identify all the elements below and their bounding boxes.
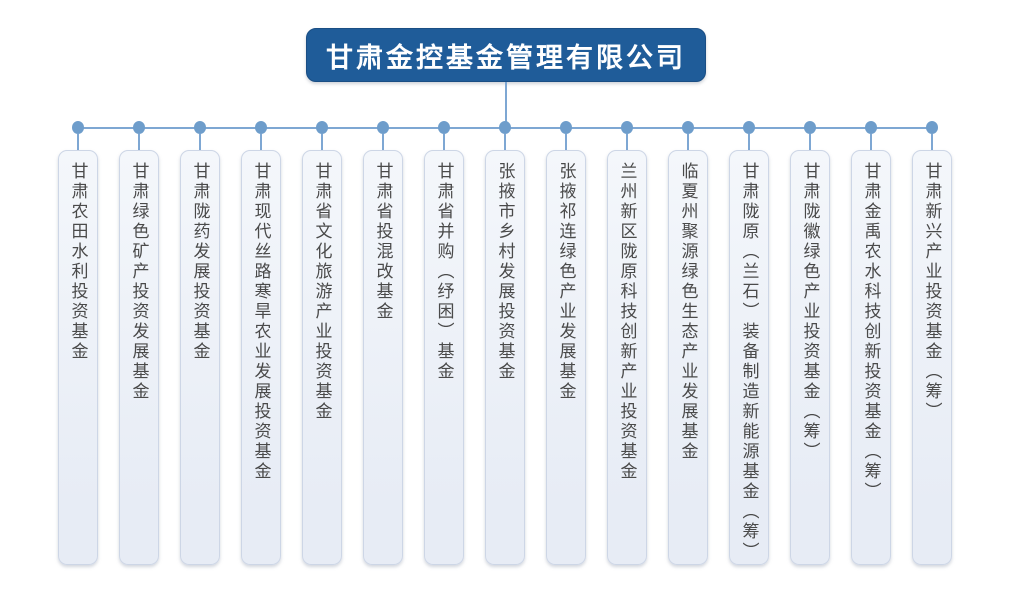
fund-node-label: 甘肃绿色矿产投资发展基金 (128, 162, 149, 402)
fund-node-label: 甘肃新兴产业投资基金（筹） (921, 162, 942, 422)
fund-node-label: 甘肃农田水利投资基金 (67, 162, 88, 362)
branch: 张掖祁连绿色产业发展基金 (546, 121, 586, 565)
fund-node: 兰州新区陇原科技创新产业投资基金 (607, 150, 647, 565)
branch-connector-line (748, 134, 750, 150)
root-node: 甘肃金控基金管理有限公司 (306, 28, 706, 82)
branch-connector-line (382, 134, 384, 150)
fund-node: 甘肃省文化旅游产业投资基金 (302, 150, 342, 565)
fund-node: 张掖市乡村发展投资基金 (485, 150, 525, 565)
connector-dot (316, 121, 328, 134)
fund-node: 甘肃新兴产业投资基金（筹） (912, 150, 952, 565)
fund-node: 甘肃绿色矿产投资发展基金 (119, 150, 159, 565)
fund-node-label: 甘肃金禹农水科技创新投资基金（筹） (860, 162, 881, 502)
fund-node: 甘肃陇原（兰石）装备制造新能源基金（筹） (729, 150, 769, 565)
branch: 甘肃新兴产业投资基金（筹） (912, 121, 952, 565)
root-node-label: 甘肃金控基金管理有限公司 (326, 42, 686, 74)
fund-node-label: 甘肃陇药发展投资基金 (189, 162, 210, 362)
fund-node: 张掖祁连绿色产业发展基金 (546, 150, 586, 565)
fund-node: 甘肃省并购（纾困）基金 (424, 150, 464, 565)
branch-connector-line (138, 134, 140, 150)
connector-dot (621, 121, 633, 134)
branch: 甘肃陇药发展投资基金 (180, 121, 220, 565)
branch-connector-line (565, 134, 567, 150)
branch-connector-line (199, 134, 201, 150)
branch: 甘肃绿色矿产投资发展基金 (119, 121, 159, 565)
branch-connector-line (626, 134, 628, 150)
branches: 甘肃农田水利投资基金 甘肃绿色矿产投资发展基金 甘肃陇药发展投资基金 甘肃现代丝… (58, 121, 952, 565)
branch: 临夏州聚源绿色生态产业发展基金 (668, 121, 708, 565)
branch: 甘肃省文化旅游产业投资基金 (302, 121, 342, 565)
branch-connector-line (443, 134, 445, 150)
connector-dot (865, 121, 877, 134)
branch-connector-line (321, 134, 323, 150)
branch-connector-line (931, 134, 933, 150)
fund-node-label: 甘肃省文化旅游产业投资基金 (311, 162, 332, 422)
fund-node-label: 张掖市乡村发展投资基金 (494, 162, 515, 382)
branch-connector-line (870, 134, 872, 150)
branch: 甘肃现代丝路寒旱农业发展投资基金 (241, 121, 281, 565)
branch: 甘肃农田水利投资基金 (58, 121, 98, 565)
connector-dot (560, 121, 572, 134)
connector-dot (133, 121, 145, 134)
fund-node: 甘肃省投混改基金 (363, 150, 403, 565)
fund-node: 甘肃现代丝路寒旱农业发展投资基金 (241, 150, 281, 565)
fund-node-label: 甘肃省投混改基金 (372, 162, 393, 322)
branch: 张掖市乡村发展投资基金 (485, 121, 525, 565)
fund-node: 甘肃金禹农水科技创新投资基金（筹） (851, 150, 891, 565)
connector-dot (194, 121, 206, 134)
branch-connector-line (809, 134, 811, 150)
fund-node-label: 临夏州聚源绿色生态产业发展基金 (677, 162, 698, 462)
fund-node-label: 甘肃省并购（纾困）基金 (433, 162, 454, 382)
branch-connector-line (77, 134, 79, 150)
fund-node-label: 甘肃现代丝路寒旱农业发展投资基金 (250, 162, 271, 482)
connector-dot (499, 121, 511, 134)
branch-connector-line (260, 134, 262, 150)
fund-node-label: 兰州新区陇原科技创新产业投资基金 (616, 162, 637, 482)
connector-dot (804, 121, 816, 134)
branch-connector-line (687, 134, 689, 150)
branch-connector-line (504, 134, 506, 150)
fund-node-label: 甘肃陇原（兰石）装备制造新能源基金（筹） (738, 162, 759, 562)
connector-dot (72, 121, 84, 134)
connector-dot (377, 121, 389, 134)
branch: 甘肃陇原（兰石）装备制造新能源基金（筹） (729, 121, 769, 565)
fund-node-label: 甘肃陇徽绿色产业投资基金（筹） (799, 162, 820, 462)
branch: 甘肃金禹农水科技创新投资基金（筹） (851, 121, 891, 565)
fund-node: 甘肃农田水利投资基金 (58, 150, 98, 565)
connector-dot (438, 121, 450, 134)
root-connector-line (505, 82, 507, 128)
branch: 甘肃陇徽绿色产业投资基金（筹） (790, 121, 830, 565)
branch: 兰州新区陇原科技创新产业投资基金 (607, 121, 647, 565)
fund-node: 临夏州聚源绿色生态产业发展基金 (668, 150, 708, 565)
connector-dot (743, 121, 755, 134)
connector-dot (255, 121, 267, 134)
fund-node-label: 张掖祁连绿色产业发展基金 (555, 162, 576, 402)
branch: 甘肃省并购（纾困）基金 (424, 121, 464, 565)
connector-dot (682, 121, 694, 134)
fund-node: 甘肃陇药发展投资基金 (180, 150, 220, 565)
connector-dot (926, 121, 938, 134)
branch: 甘肃省投混改基金 (363, 121, 403, 565)
fund-node: 甘肃陇徽绿色产业投资基金（筹） (790, 150, 830, 565)
